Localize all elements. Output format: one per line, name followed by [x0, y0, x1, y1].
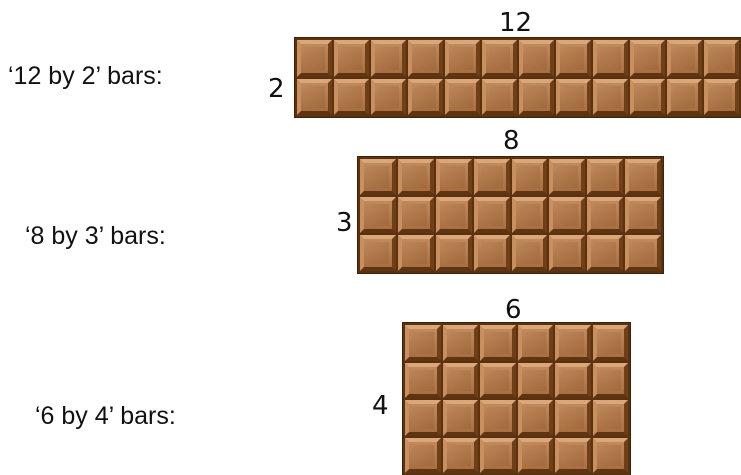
- chocolate-square: [593, 400, 629, 436]
- chocolate-square: [398, 159, 434, 195]
- chocolate-bar-12-by-2: [295, 38, 741, 117]
- chocolate-square: [587, 235, 623, 271]
- row-3-height-label: 4: [372, 393, 389, 419]
- chocolate-square: [549, 197, 585, 233]
- chocolate-square: [625, 235, 661, 271]
- row-2-label: ‘8 by 3’ bars:: [25, 222, 166, 251]
- chocolate-square: [556, 40, 591, 77]
- chocolate-square: [334, 40, 369, 77]
- chocolate-square: [360, 197, 396, 233]
- row-1-label: ‘12 by 2’ bars:: [8, 62, 163, 91]
- chocolate-square: [297, 40, 332, 77]
- chocolate-square: [405, 363, 441, 399]
- chocolate-square: [398, 235, 434, 271]
- chocolate-square: [480, 400, 516, 436]
- chocolate-square: [518, 438, 554, 474]
- chocolate-square: [443, 400, 479, 436]
- chocolate-square: [630, 79, 665, 116]
- chocolate-square: [297, 79, 332, 116]
- chocolate-square: [519, 40, 554, 77]
- chocolate-square: [480, 438, 516, 474]
- chocolate-square: [408, 79, 443, 116]
- chocolate-square: [480, 363, 516, 399]
- row-3-width-label: 6: [505, 297, 522, 323]
- chocolate-square: [587, 159, 623, 195]
- chocolate-square: [625, 159, 661, 195]
- chocolate-square: [371, 79, 406, 116]
- chocolate-square: [549, 159, 585, 195]
- chocolate-bar-6-by-4: [403, 323, 630, 475]
- chocolate-square: [443, 325, 479, 361]
- chocolate-square: [371, 40, 406, 77]
- chocolate-square: [360, 159, 396, 195]
- chocolate-square: [593, 40, 628, 77]
- row-2-width-label: 8: [503, 128, 520, 154]
- chocolate-square: [480, 325, 516, 361]
- chocolate-square: [436, 197, 472, 233]
- chocolate-square: [360, 235, 396, 271]
- row-3-label: ‘6 by 4’ bars:: [35, 402, 176, 431]
- chocolate-square: [408, 40, 443, 77]
- chocolate-square: [443, 438, 479, 474]
- chocolate-square: [704, 40, 739, 77]
- chocolate-square: [519, 79, 554, 116]
- chocolate-square: [555, 400, 591, 436]
- chocolate-square: [398, 197, 434, 233]
- chocolate-square: [512, 159, 548, 195]
- chocolate-square: [474, 235, 510, 271]
- chocolate-square: [482, 79, 517, 116]
- chocolate-square: [593, 325, 629, 361]
- chocolate-square: [436, 159, 472, 195]
- chocolate-square: [625, 197, 661, 233]
- chocolate-bar-8-by-3: [358, 157, 663, 273]
- chocolate-square: [518, 400, 554, 436]
- chocolate-square: [555, 325, 591, 361]
- chocolate-square: [405, 438, 441, 474]
- chocolate-square: [405, 325, 441, 361]
- chocolate-square: [474, 197, 510, 233]
- chocolate-square: [445, 79, 480, 116]
- chocolate-square: [512, 235, 548, 271]
- row-1-width-label: 12: [499, 10, 532, 36]
- chocolate-square: [587, 197, 623, 233]
- row-1-height-label: 2: [268, 76, 285, 102]
- chocolate-square: [518, 325, 554, 361]
- chocolate-square: [593, 79, 628, 116]
- chocolate-square: [443, 363, 479, 399]
- chocolate-square: [630, 40, 665, 77]
- chocolate-square: [593, 438, 629, 474]
- chocolate-square: [474, 159, 510, 195]
- chocolate-square: [667, 40, 702, 77]
- chocolate-square: [518, 363, 554, 399]
- chocolate-square: [482, 40, 517, 77]
- chocolate-square: [445, 40, 480, 77]
- chocolate-square: [704, 79, 739, 116]
- chocolate-square: [549, 235, 585, 271]
- chocolate-square: [512, 197, 548, 233]
- chocolate-square: [405, 400, 441, 436]
- chocolate-square: [334, 79, 369, 116]
- chocolate-square: [555, 363, 591, 399]
- chocolate-square: [593, 363, 629, 399]
- chocolate-square: [555, 438, 591, 474]
- chocolate-square: [667, 79, 702, 116]
- chocolate-square: [436, 235, 472, 271]
- row-2-height-label: 3: [336, 210, 353, 236]
- chocolate-square: [556, 79, 591, 116]
